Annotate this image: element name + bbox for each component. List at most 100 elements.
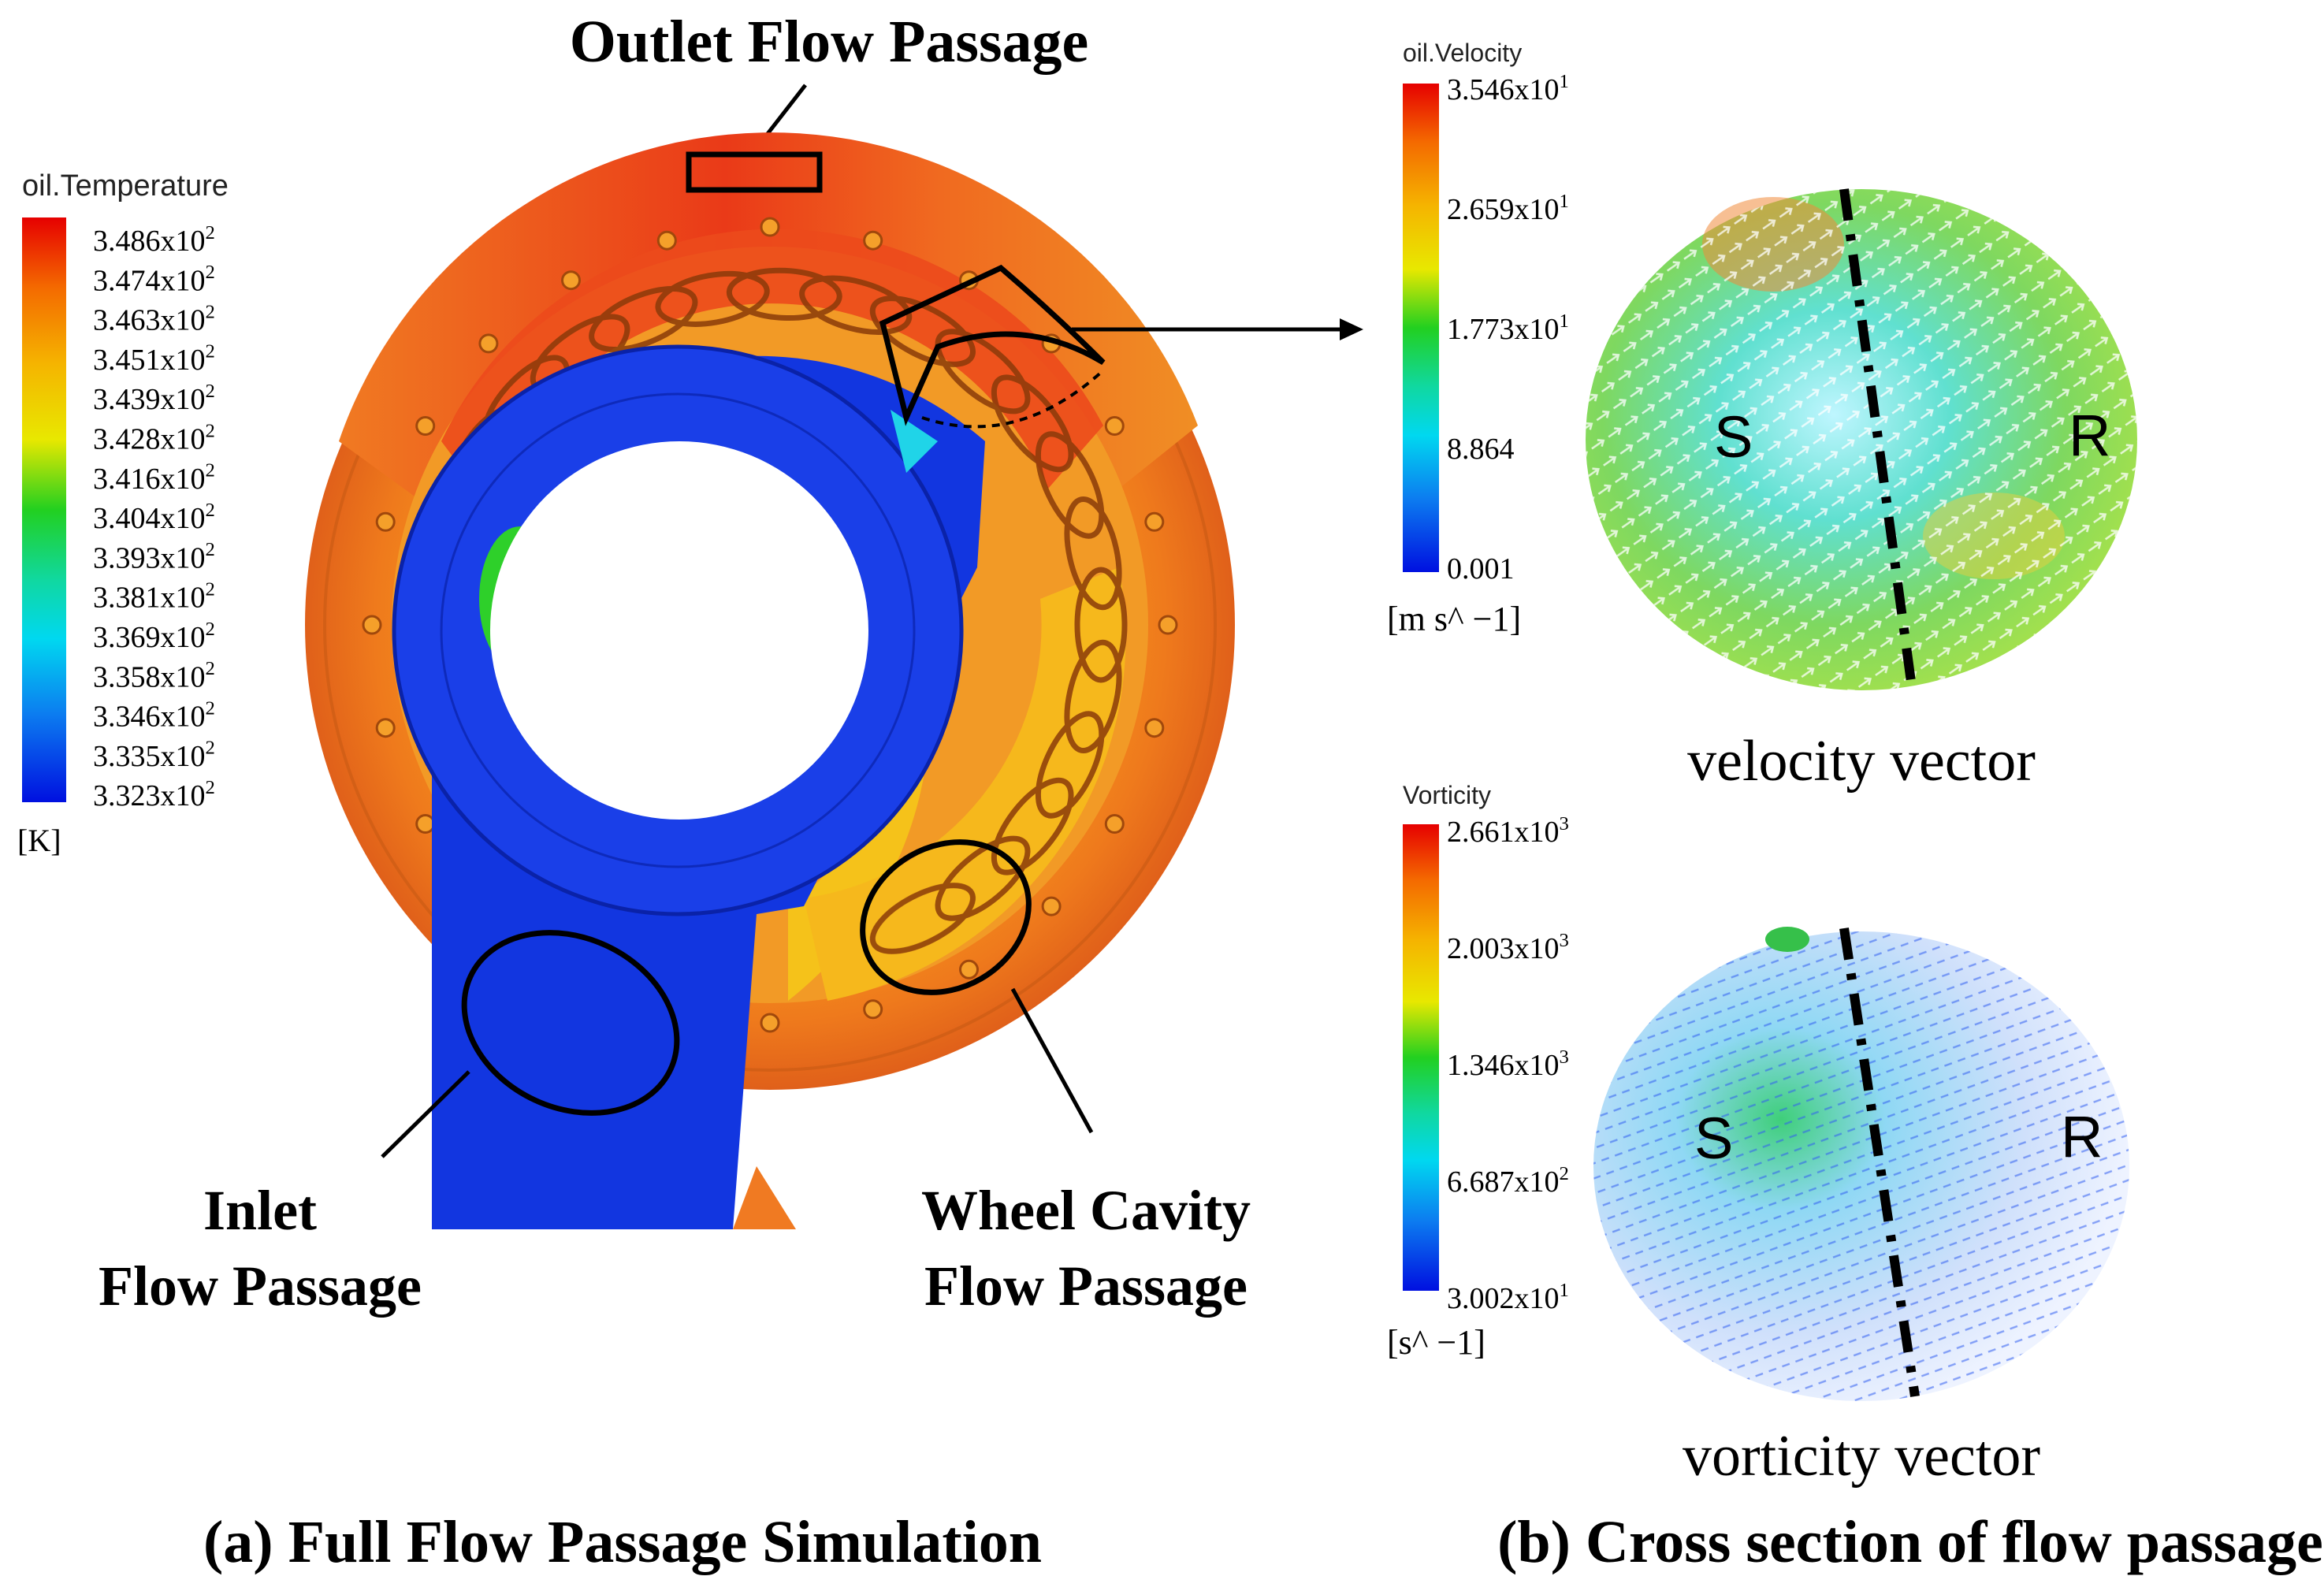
tick-mantissa: 3.474x10 xyxy=(93,264,206,297)
vorticity-caption: vorticity vector xyxy=(1683,1424,2040,1489)
vorticity-unit: [s^ −1] xyxy=(1387,1323,1486,1362)
tick-exponent: 2 xyxy=(206,697,215,719)
tick-mantissa: 3.416x10 xyxy=(93,463,206,496)
tick-exponent: 2 xyxy=(206,619,215,640)
tick-mantissa: 2.659x10 xyxy=(1447,193,1560,226)
tick-mantissa: 3.486x10 xyxy=(93,225,206,258)
blade xyxy=(935,329,1031,414)
wheel-leader-line xyxy=(1010,987,1094,1134)
section-marker xyxy=(879,264,1106,426)
blade xyxy=(1074,567,1128,683)
vorticity-legend-title: Vorticity xyxy=(1403,781,1491,809)
tick-exponent: 2 xyxy=(206,420,215,441)
velocity-r-marker: R xyxy=(2069,403,2110,468)
tick-mantissa: 1.773x10 xyxy=(1447,313,1560,346)
tick-label: 3.002x101 xyxy=(1447,1280,1569,1315)
tick-mantissa: 8.864 xyxy=(1447,433,1515,466)
tick-exponent: 2 xyxy=(1560,1163,1569,1184)
temperature-legend: oil.Temperature 3.486x1023.474x1023.463x… xyxy=(17,169,229,858)
tick-label: 1.346x103 xyxy=(1447,1046,1569,1082)
velocity-cross-section: S R velocity vector xyxy=(1586,188,2137,794)
velocity-legend-title: oil.Velocity xyxy=(1403,39,1522,67)
blade xyxy=(869,296,976,367)
tick-label: 3.369x102 xyxy=(93,619,215,654)
tick-mantissa: 2.661x10 xyxy=(1447,816,1560,849)
tick-label: 3.346x102 xyxy=(93,697,215,733)
tick-exponent: 2 xyxy=(206,579,215,600)
tick-mantissa: 3.346x10 xyxy=(93,701,206,734)
bolt xyxy=(656,230,677,251)
outlet-marker-box xyxy=(686,151,823,193)
tick-mantissa: 3.381x10 xyxy=(93,582,206,615)
tick-exponent: 1 xyxy=(1560,310,1569,332)
tick-label: 3.323x102 xyxy=(93,777,215,812)
velocity-legend: oil.Velocity 3.546x1012.659x1011.773x101… xyxy=(1387,39,1569,638)
bolt xyxy=(760,217,780,237)
tick-exponent: 1 xyxy=(1560,1280,1569,1301)
tick-mantissa: 3.369x10 xyxy=(93,621,206,654)
vorticity-colorbar xyxy=(1403,824,1439,1291)
tick-exponent: 3 xyxy=(1560,930,1569,951)
blade xyxy=(1064,496,1122,611)
blade xyxy=(1035,431,1105,539)
tick-exponent: 2 xyxy=(206,777,215,798)
tick-exponent: 1 xyxy=(1560,191,1569,212)
vorticity-tick-labels: 2.661x1032.003x1031.346x1036.687x1023.00… xyxy=(1447,813,1569,1315)
bolt xyxy=(478,333,499,354)
bolt xyxy=(1144,718,1165,738)
blade xyxy=(1035,711,1105,819)
temperature-tick-labels: 3.486x1023.474x1023.463x1023.451x1023.43… xyxy=(93,222,215,812)
tick-exponent: 1 xyxy=(1560,71,1569,92)
tick-label: 3.486x102 xyxy=(93,222,215,258)
tick-mantissa: 3.002x10 xyxy=(1447,1282,1560,1315)
tick-mantissa: 3.428x10 xyxy=(93,423,206,456)
tick-label: 3.335x102 xyxy=(93,738,215,773)
blade xyxy=(869,883,976,954)
tick-mantissa: 2.003x10 xyxy=(1447,932,1560,965)
tick-exponent: 2 xyxy=(206,301,215,322)
wheel-cavity-label-line1: Wheel Cavity xyxy=(921,1179,1251,1242)
tick-exponent: 2 xyxy=(206,738,215,759)
bolt xyxy=(375,718,396,738)
tick-label: 1.773x101 xyxy=(1447,310,1569,346)
vorticity-divider-line xyxy=(1839,927,1920,1397)
tick-exponent: 2 xyxy=(206,500,215,521)
bolt xyxy=(1104,814,1125,834)
center-hole xyxy=(490,441,868,820)
vorticity-legend: Vorticity 2.661x1032.003x1031.346x1036.6… xyxy=(1387,781,1569,1362)
bolt xyxy=(760,1013,780,1033)
blade xyxy=(726,267,842,322)
tick-exponent: 2 xyxy=(206,222,215,243)
blade xyxy=(655,270,770,327)
tick-label: 3.439x102 xyxy=(93,381,215,416)
outlet-flow-passage-label: Outlet Flow Passage xyxy=(570,9,1089,75)
bolt xyxy=(863,999,883,1020)
tick-label: 3.393x102 xyxy=(93,539,215,574)
temperature-legend-title: oil.Temperature xyxy=(22,169,229,203)
tick-exponent: 2 xyxy=(206,658,215,679)
tick-mantissa: 3.323x10 xyxy=(93,779,206,812)
velocity-s-marker: S xyxy=(1714,404,1753,470)
vorticity-cross-section: S R vorticity vector xyxy=(1593,927,2129,1489)
tick-label: 3.416x102 xyxy=(93,460,215,496)
tick-label: 3.546x101 xyxy=(1447,71,1569,106)
bolt xyxy=(561,270,581,291)
tick-mantissa: 3.335x10 xyxy=(93,740,206,773)
tick-mantissa: 3.546x10 xyxy=(1447,73,1560,106)
tick-mantissa: 1.346x10 xyxy=(1447,1049,1560,1082)
tick-exponent: 3 xyxy=(1560,813,1569,835)
caption-a: (a) Full Flow Passage Simulation xyxy=(203,1509,1042,1575)
inlet-marker-ellipse xyxy=(461,930,680,1116)
inlet-label-line1: Inlet xyxy=(203,1179,317,1242)
inlet-leader-line xyxy=(381,1070,470,1158)
tick-label: 2.661x103 xyxy=(1447,813,1569,849)
tick-exponent: 2 xyxy=(206,341,215,362)
tick-label: 8.864 xyxy=(1447,433,1515,466)
tick-mantissa: 3.463x10 xyxy=(93,304,206,337)
blade xyxy=(799,275,913,335)
tick-exponent: 2 xyxy=(206,381,215,402)
tick-exponent: 2 xyxy=(206,262,215,283)
bolt xyxy=(1144,511,1165,532)
tick-label: 3.451x102 xyxy=(93,341,215,377)
